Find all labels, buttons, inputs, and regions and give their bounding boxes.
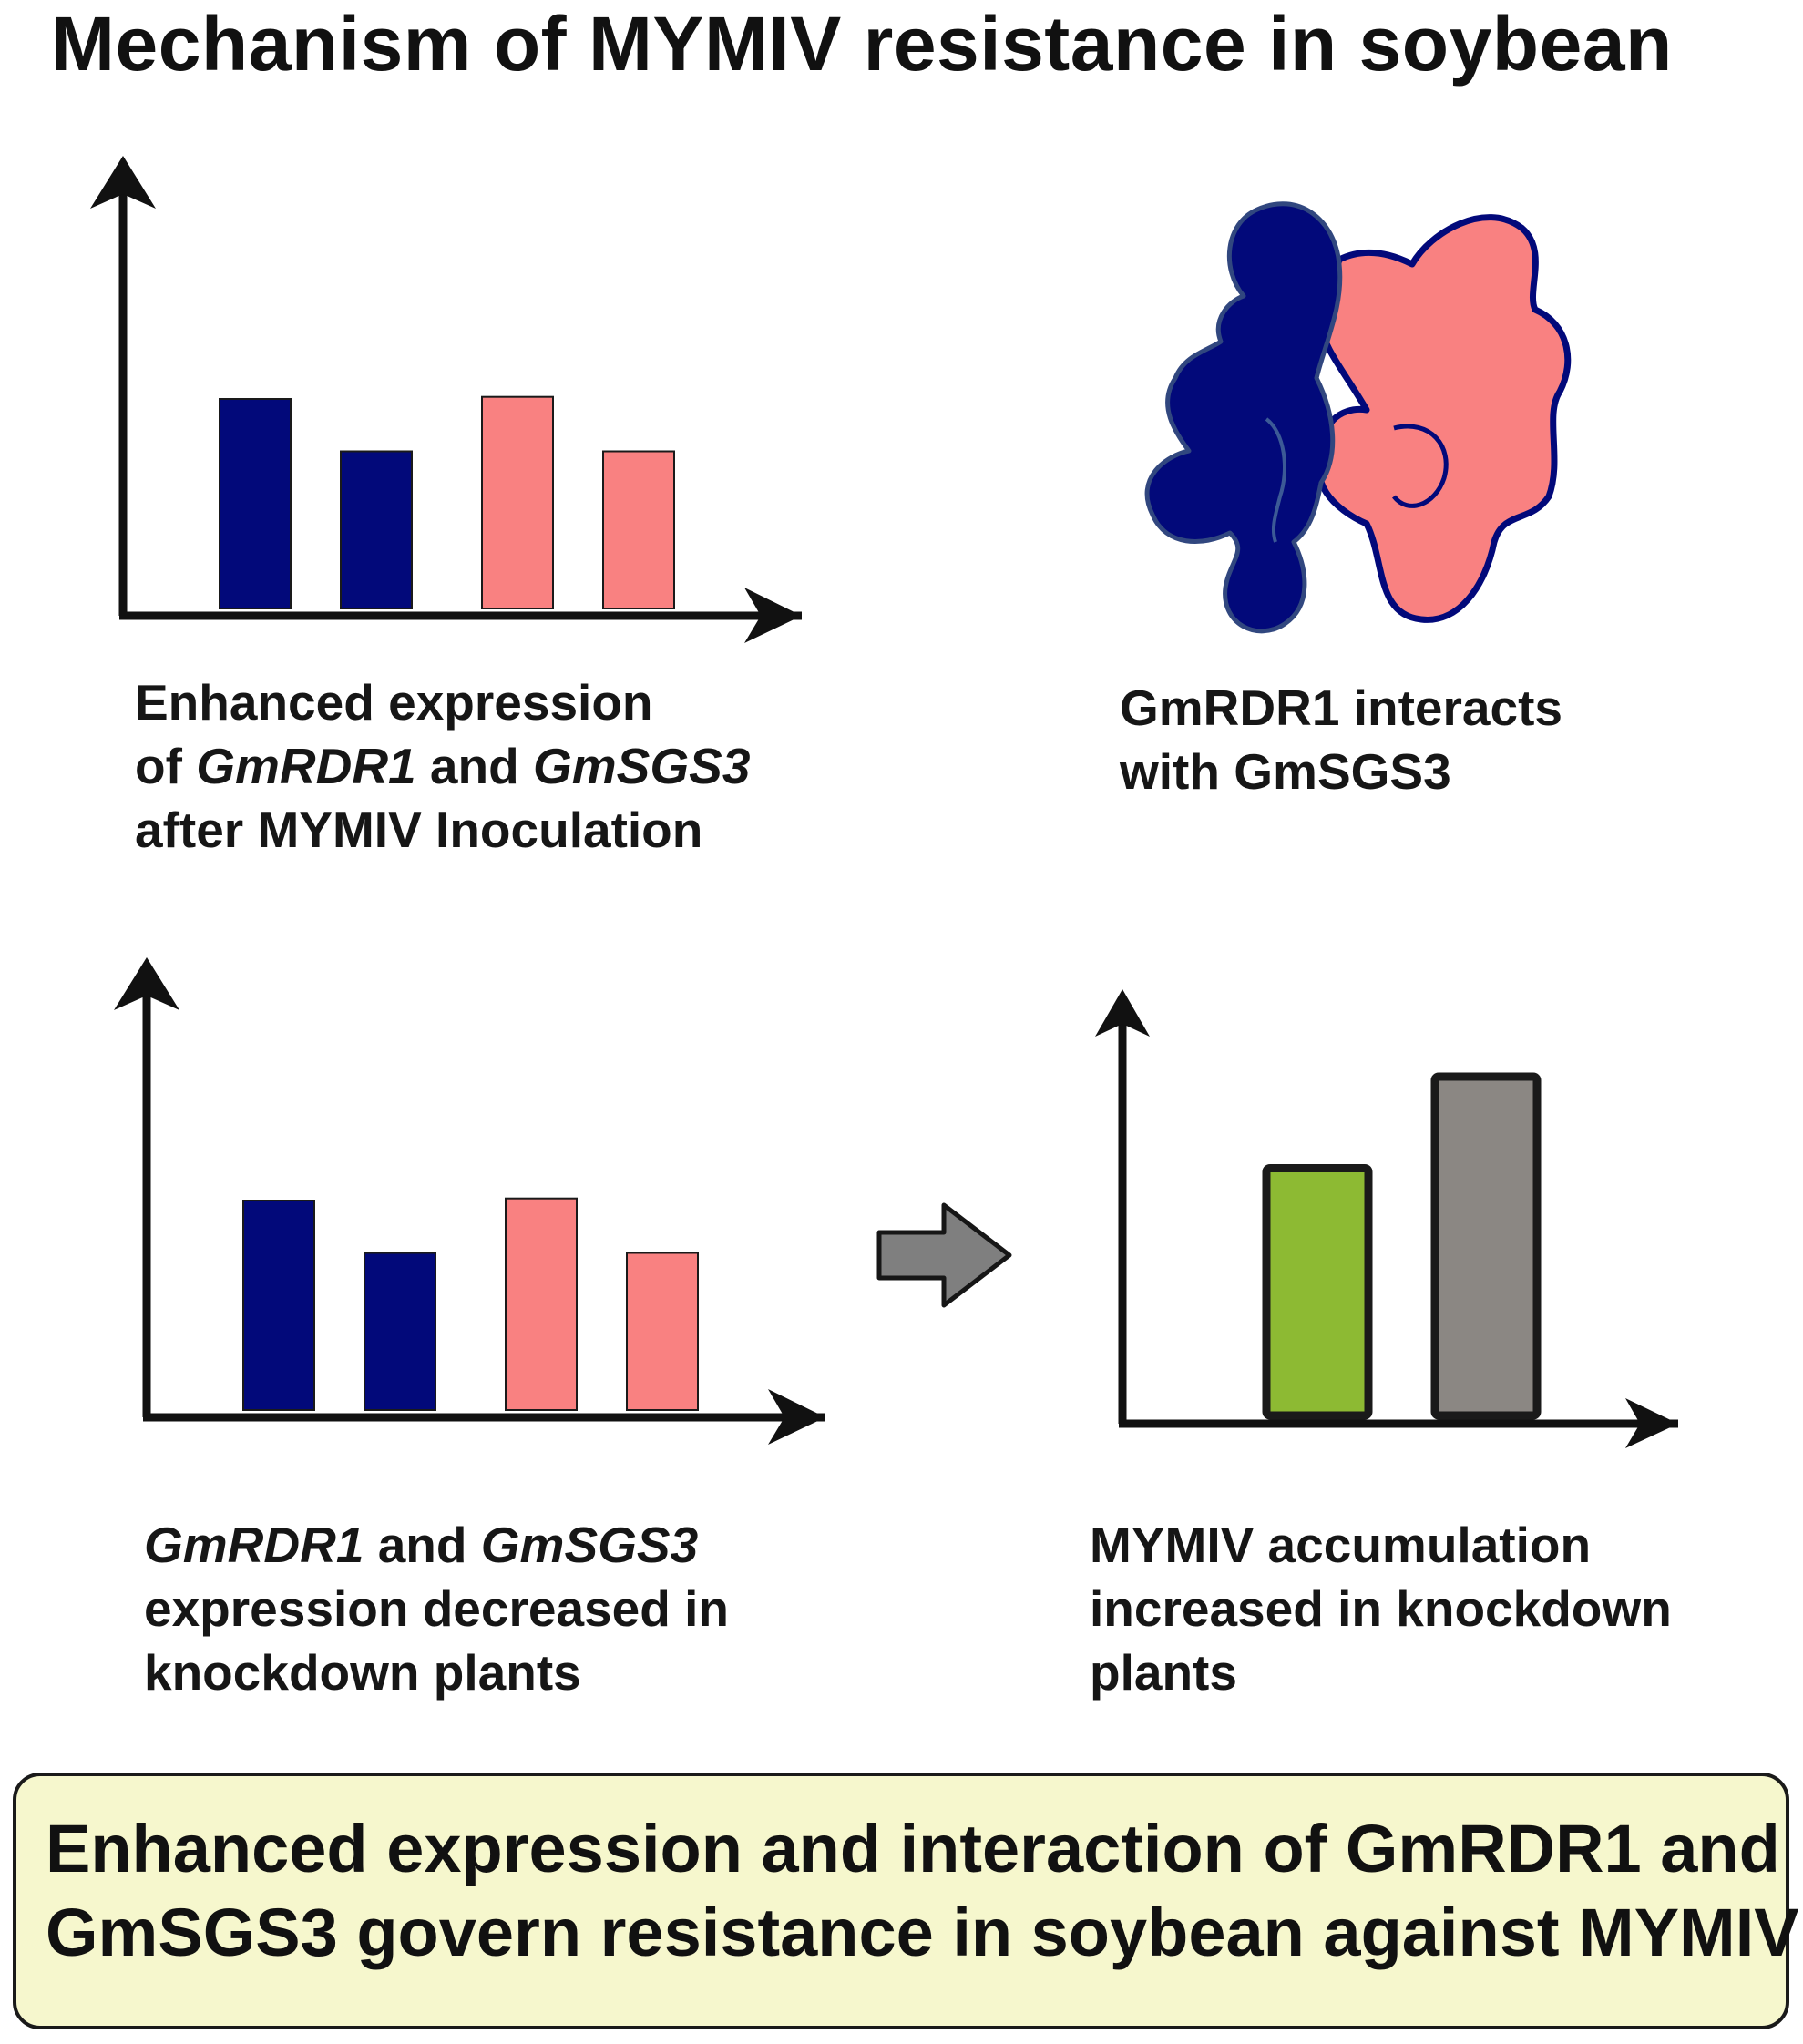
knockdown-caption-line3: knockdown plants (144, 1644, 581, 1701)
induction-caption: Enhanced expression of GmRDR1 and GmSGS3… (135, 670, 750, 862)
y-axis-arrowhead (114, 957, 179, 1010)
bar-2 (364, 1252, 436, 1411)
knockdown-chart-bars (242, 1197, 699, 1412)
knockdown-caption-line1: GmRDR1 and GmSGS3 (144, 1517, 699, 1573)
accumulation-caption-line3: plants (1090, 1644, 1237, 1701)
accumulation-caption-line1: MYMIV accumulation (1090, 1517, 1592, 1573)
interaction-caption-line2: with GmSGS3 (1120, 743, 1451, 800)
conclusion-line1: Enhanced expression and interaction of G… (46, 1811, 1780, 1886)
bar-4 (626, 1252, 699, 1411)
induction-chart-bars (219, 395, 675, 610)
bar-3 (505, 1197, 578, 1412)
gmsgs3-gene-name: GmSGS3 (480, 1517, 699, 1573)
bar-1 (242, 1200, 315, 1411)
gmrdr1-gene-name: GmRDR1 (144, 1517, 364, 1573)
gmsgs3-inner-outline (1392, 424, 1449, 508)
conclusion-line2: GmSGS3 govern resistance in soybean agai… (46, 1895, 1799, 1970)
gmrdr1-protein-shape (1144, 201, 1343, 634)
induction-chart (90, 156, 802, 643)
x-axis-arrowhead (744, 588, 802, 643)
y-axis-arrowhead (90, 156, 156, 209)
bar-1 (1262, 1163, 1373, 1420)
conclusion-box: Enhanced expression and interaction of G… (13, 1773, 1799, 2029)
accumulation-chart-bars (1262, 1072, 1542, 1420)
induction-caption-line3: after MYMIV Inoculation (135, 802, 703, 858)
knockdown-caption: GmRDR1 and GmSGS3 expression decreased i… (144, 1513, 729, 1704)
gmrdr1-gene-name: GmRDR1 (196, 738, 416, 794)
bar-2 (1430, 1072, 1542, 1420)
x-axis-arrowhead (1625, 1398, 1678, 1448)
y-axis-arrowhead (1095, 989, 1150, 1037)
bar-4 (602, 450, 675, 609)
page-title: Mechanism of MYMIV resistance in soybean (51, 1, 1673, 87)
bar-2 (340, 450, 413, 609)
knockdown-caption-line2: expression decreased in (144, 1580, 729, 1637)
gmsgs3-protein-shape (1316, 214, 1572, 623)
conclusion-text: Enhanced expression and interaction of G… (46, 1807, 1799, 1975)
interaction-caption-line1: GmRDR1 interacts (1120, 680, 1562, 736)
induction-caption-line1: Enhanced expression (135, 674, 653, 731)
protein-interaction-illustration (1144, 201, 1572, 634)
accumulation-caption-line2: increased in knockdown (1090, 1580, 1672, 1637)
right-arrow-icon (876, 1202, 1012, 1308)
accumulation-caption: MYMIV accumulation increased in knockdow… (1090, 1513, 1672, 1704)
induction-caption-line2: of GmRDR1 and GmSGS3 (135, 738, 751, 794)
bar-1 (219, 398, 292, 609)
knockdown-chart (114, 957, 825, 1445)
gmrdr1-inner-outline (1265, 417, 1286, 543)
bar-3 (481, 395, 554, 610)
accumulation-chart (1095, 989, 1678, 1448)
gmsgs3-gene-name: GmSGS3 (532, 738, 751, 794)
x-axis-arrowhead (768, 1389, 825, 1445)
interaction-caption: GmRDR1 interacts with GmSGS3 (1120, 676, 1562, 803)
